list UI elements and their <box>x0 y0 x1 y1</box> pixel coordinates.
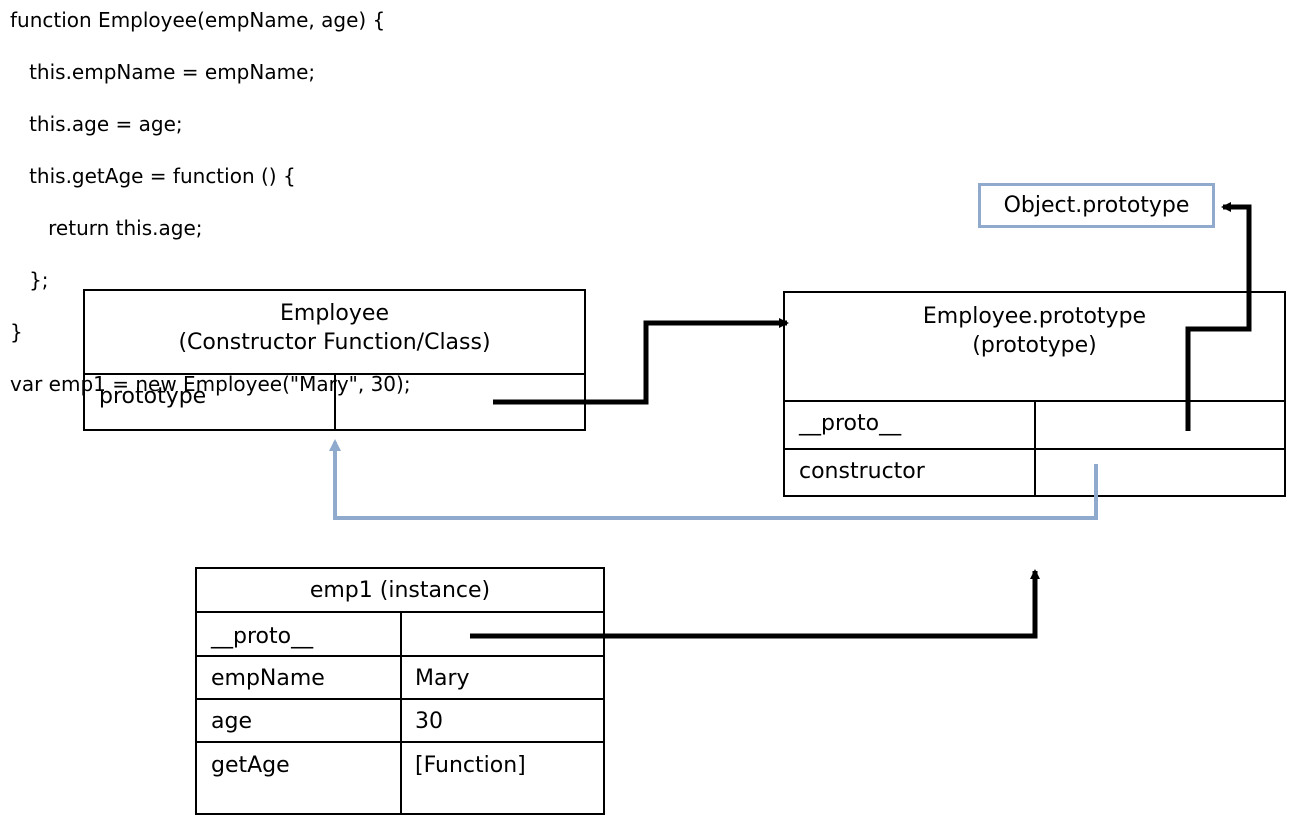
divider <box>400 611 402 813</box>
arrow-constructor-to-employee <box>329 439 1098 520</box>
divider <box>1034 400 1036 495</box>
code-line: } <box>10 320 23 344</box>
proto-label: __proto__ <box>799 411 902 436</box>
employee-constructor-box: Employee (Constructor Function/Class) pr… <box>83 289 586 431</box>
employee-subtitle: (Constructor Function/Class) <box>178 330 491 355</box>
instance-box: emp1 (instance) __proto__ empName Mary a… <box>195 567 605 815</box>
code-line: this.getAge = function () { <box>10 164 296 188</box>
row-value: 30 <box>415 709 443 734</box>
row-key: age <box>211 709 252 734</box>
divider <box>334 373 336 429</box>
prototype-label: prototype <box>99 384 207 409</box>
prototype-subtitle: (prototype) <box>972 333 1097 358</box>
code-line: function Employee(empName, age) { <box>10 8 386 32</box>
constructor-label: constructor <box>799 459 925 484</box>
code-line: this.empName = empName; <box>10 60 316 84</box>
row-value: Mary <box>415 666 470 691</box>
employee-prototype-box: Employee.prototype (prototype) __proto__… <box>783 291 1286 497</box>
code-line: }; <box>10 268 49 292</box>
row-key: __proto__ <box>211 624 314 649</box>
row-key: getAge <box>211 753 290 778</box>
code-line: return this.age; <box>10 216 203 240</box>
code-listing: function Employee(empName, age) { this.e… <box>10 7 411 423</box>
arrow-instance-proto-to-prototype <box>470 569 1040 639</box>
row-key: empName <box>211 666 325 691</box>
instance-title: emp1 (instance) <box>309 578 491 603</box>
object-prototype-box: Object.prototype <box>978 183 1215 228</box>
arrow-proto-to-object-prototype <box>1185 202 1252 431</box>
prototype-title: Employee.prototype <box>922 304 1147 329</box>
row-value: [Function] <box>415 753 526 778</box>
code-line: this.age = age; <box>10 112 183 136</box>
employee-title: Employee <box>280 301 389 326</box>
arrow-prototype-to-prototype-object <box>493 318 789 405</box>
